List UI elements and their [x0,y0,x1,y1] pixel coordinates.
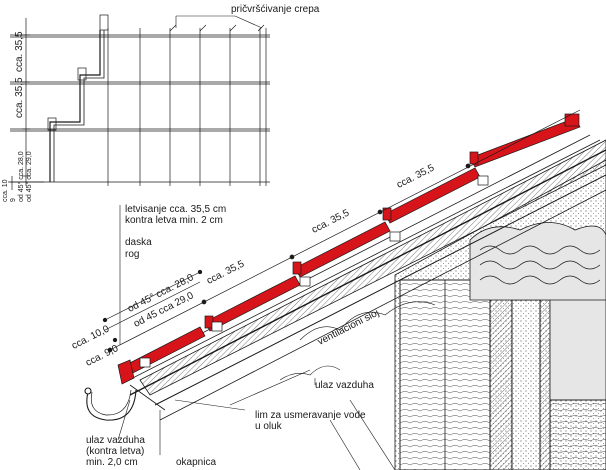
tile-nib [292,261,302,275]
counter-batten-label: kontra letva min. 2 cm [125,215,223,226]
left-air-inlet-label-line3: min. 2,0 cm [86,457,138,468]
battens [139,175,489,368]
left-dimension-label-2: cca. 35,5 [14,77,25,118]
batten [389,231,401,242]
drip-edge-label: okapnica [176,457,217,468]
rafter-label: rog [125,249,140,260]
battens-spacing-label: letvisanje cca. 35,5 cm [125,204,227,215]
batten [139,357,151,368]
batten [299,276,311,287]
left-air-inlet-label-line2: (kontra letva) [86,446,145,457]
left-small-dimension-4: od 45° cca. 29,0 [26,151,33,202]
wall-and-attic-section [394,159,606,470]
left-dimension-label-1: cca. 35,5 [14,31,25,72]
gutter [84,384,166,421]
leader-lines [117,205,316,455]
tile-elevation-view [8,14,270,190]
board-label: daska [125,237,152,248]
tile-nib [469,151,479,165]
slope-dimension-line [102,109,581,353]
left-small-dimension-1: cca. 10 [2,179,9,202]
left-small-dimension-3: od 45° cca. 28,0 [18,151,25,202]
air-inlet-label: ulaz vazduha [315,380,374,391]
roof-layers [119,134,606,470]
left-air-inlet-label-line1: ulaz vazduha [86,435,145,446]
flashing-label-line1: lim za usmeravanje vode [255,410,366,421]
left-small-dimension-2: 9 [10,198,17,202]
flashing-label-line2: u oluk [255,421,282,432]
tile-nib [382,207,392,221]
top-callout-label: pričvršćivanje crepa [231,4,320,15]
batten [477,175,489,186]
tile-nib [564,113,580,127]
roof-tile [469,117,581,168]
eave-tile-end [117,359,135,385]
batten [211,321,223,332]
